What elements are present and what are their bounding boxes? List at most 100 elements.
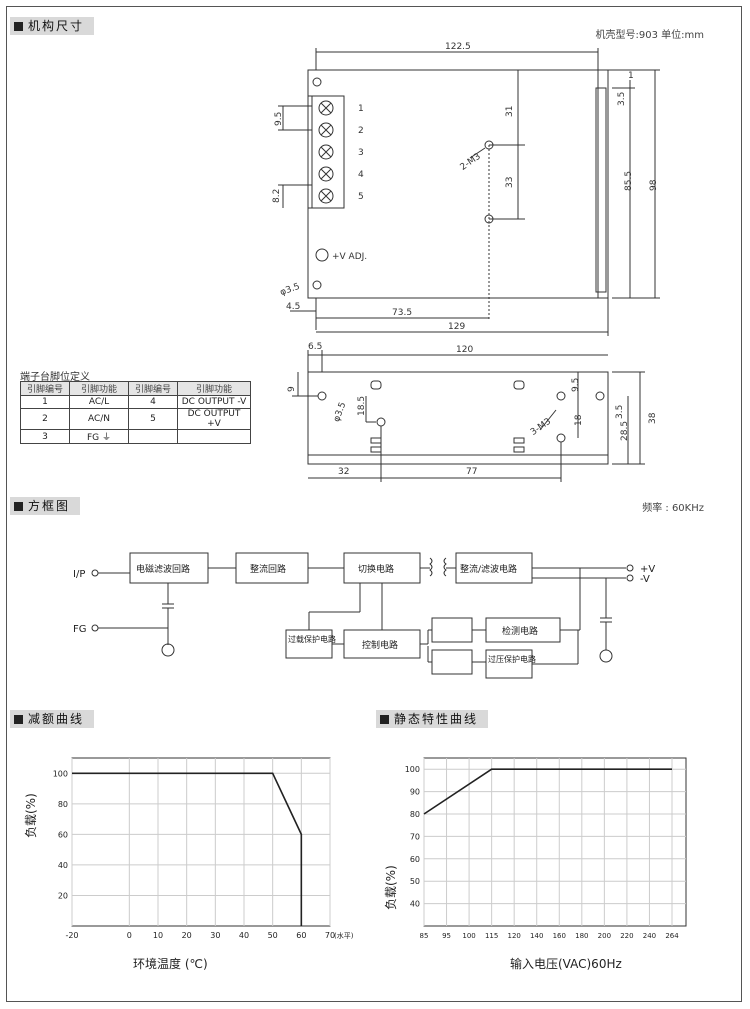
y-tick-label: 90 bbox=[410, 788, 420, 797]
section-dimensions: 机构尺寸 bbox=[10, 17, 95, 35]
optocoupler-2 bbox=[431, 649, 473, 675]
svg-text:I/P: I/P bbox=[73, 569, 85, 580]
x-tick-label: 220 bbox=[620, 932, 633, 940]
x-tick-label: 140 bbox=[530, 932, 543, 940]
svg-text:控制电路: 控制电路 bbox=[362, 639, 398, 651]
svg-text:整流回路: 整流回路 bbox=[250, 563, 286, 575]
y-tick-label: 50 bbox=[410, 877, 420, 886]
x-tick-label: 20 bbox=[182, 931, 192, 940]
case-info: 机壳型号:903 单位:mm bbox=[595, 30, 705, 41]
section-static: 静态特性曲线 bbox=[376, 710, 489, 728]
svg-text:3.5: 3.5 bbox=[617, 92, 627, 106]
static-ylabel: 负载(%) bbox=[384, 865, 398, 910]
svg-text:-V: -V bbox=[640, 574, 650, 585]
y-tick-label: 100 bbox=[53, 769, 68, 778]
derating-chart: 20 40 60 80 100 -20 0 10 20 30 40 50 60 70(水平) bbox=[53, 757, 354, 940]
svg-text:85.5: 85.5 bbox=[624, 171, 634, 191]
svg-text:33: 33 bbox=[505, 177, 515, 188]
svg-text:过压保护电路: 过压保护电路 bbox=[488, 654, 536, 664]
y-tick-label: 60 bbox=[58, 830, 68, 839]
svg-text:73.5: 73.5 bbox=[392, 308, 412, 318]
svg-text:4.5: 4.5 bbox=[286, 302, 300, 312]
x-tick-label: 50 bbox=[268, 931, 278, 940]
x-tick-label: 120 bbox=[507, 932, 520, 940]
x-tick-label: 180 bbox=[575, 932, 588, 940]
terminal-block bbox=[311, 95, 345, 209]
svg-text:φ3.5: φ3.5 bbox=[279, 282, 301, 298]
derating-xlabel: 环境温度 (℃) bbox=[133, 957, 208, 971]
x-tick-label: 240 bbox=[643, 932, 656, 940]
x-tick-label: 115 bbox=[485, 932, 498, 940]
block-diagram: I/P FG +V -V 电磁滤波回路 整流回路 切换电路 整流/滤波电路 过载… bbox=[73, 552, 655, 679]
x-tick-label: 85 bbox=[420, 932, 429, 940]
svg-text:检测电路: 检测电路 bbox=[502, 625, 538, 637]
x-tick-label: -20 bbox=[65, 931, 78, 940]
svg-text:9.5: 9.5 bbox=[571, 378, 581, 392]
derating-ylabel: 负载(%) bbox=[24, 793, 38, 838]
svg-text:120: 120 bbox=[456, 345, 473, 355]
y-tick-label: 40 bbox=[410, 900, 420, 909]
svg-text:4: 4 bbox=[358, 170, 364, 180]
svg-text:38: 38 bbox=[648, 412, 658, 424]
svg-text:过载保护电路: 过载保护电路 bbox=[288, 634, 336, 644]
frequency-note: 频率 : 60KHz bbox=[642, 503, 704, 514]
svg-text:32: 32 bbox=[338, 467, 349, 477]
svg-text:+V ADJ.: +V ADJ. bbox=[332, 252, 367, 262]
y-tick-label: 80 bbox=[410, 810, 420, 819]
svg-text:5: 5 bbox=[358, 192, 364, 202]
svg-text:77: 77 bbox=[466, 467, 477, 477]
svg-text:1: 1 bbox=[628, 71, 634, 81]
svg-text:电磁滤波回路: 电磁滤波回路 bbox=[136, 563, 190, 575]
section-derating: 减额曲线 bbox=[10, 710, 95, 728]
svg-text:+V: +V bbox=[640, 564, 655, 575]
section-block-diagram: 方框图 bbox=[10, 497, 81, 515]
svg-text:3-M3: 3-M3 bbox=[529, 417, 553, 438]
page-frame bbox=[6, 6, 742, 1002]
svg-text:2: 2 bbox=[358, 126, 364, 136]
svg-text:129: 129 bbox=[448, 322, 465, 332]
x-tick-label: 60 bbox=[296, 931, 306, 940]
y-tick-label: 80 bbox=[58, 800, 68, 809]
x-tick-label: 40 bbox=[239, 931, 249, 940]
svg-text:98: 98 bbox=[649, 179, 659, 191]
x-tick-label: 70 bbox=[325, 931, 335, 940]
y-tick-label: 20 bbox=[58, 891, 68, 900]
x-tick-label: 30 bbox=[210, 931, 220, 940]
x-unit-label: (水平) bbox=[334, 931, 354, 940]
case-side-view bbox=[307, 371, 609, 465]
svg-text:18.5: 18.5 bbox=[357, 396, 367, 416]
svg-text:31: 31 bbox=[505, 106, 515, 117]
y-tick-label: 40 bbox=[58, 861, 68, 870]
svg-text:切换电路: 切换电路 bbox=[358, 563, 394, 575]
svg-text:18: 18 bbox=[574, 414, 584, 426]
x-tick-label: 0 bbox=[127, 931, 132, 940]
mechanical-drawing: 122.5 31 33 9.5 8.2 85.5 98 3.5 1 2-M3 +… bbox=[272, 42, 660, 482]
svg-text:整流/滤波电路: 整流/滤波电路 bbox=[460, 563, 517, 575]
x-tick-label: 160 bbox=[553, 932, 566, 940]
x-tick-label: 95 bbox=[442, 932, 451, 940]
x-tick-label: 100 bbox=[462, 932, 475, 940]
case-top-view bbox=[307, 69, 609, 299]
svg-text:9.5: 9.5 bbox=[274, 112, 284, 126]
svg-text:8.2: 8.2 bbox=[272, 189, 282, 203]
static-line bbox=[423, 768, 672, 815]
svg-text:3: 3 bbox=[358, 148, 364, 158]
y-tick-label: 70 bbox=[410, 832, 420, 841]
pin-table-title: 端子台脚位定义 bbox=[20, 372, 90, 383]
svg-text:FG: FG bbox=[73, 624, 87, 635]
svg-text:1: 1 bbox=[358, 104, 364, 114]
svg-text:φ3.5: φ3.5 bbox=[332, 401, 348, 423]
svg-text:3.5: 3.5 bbox=[615, 405, 625, 419]
plot-area bbox=[423, 757, 687, 927]
svg-text:6.5: 6.5 bbox=[308, 342, 322, 352]
derating-line bbox=[72, 772, 303, 926]
y-tick-label: 60 bbox=[410, 855, 420, 864]
x-tick-label: 10 bbox=[153, 931, 163, 940]
x-tick-label: 200 bbox=[598, 932, 611, 940]
optocoupler-1 bbox=[431, 617, 473, 643]
svg-text:28.5: 28.5 bbox=[620, 421, 630, 441]
